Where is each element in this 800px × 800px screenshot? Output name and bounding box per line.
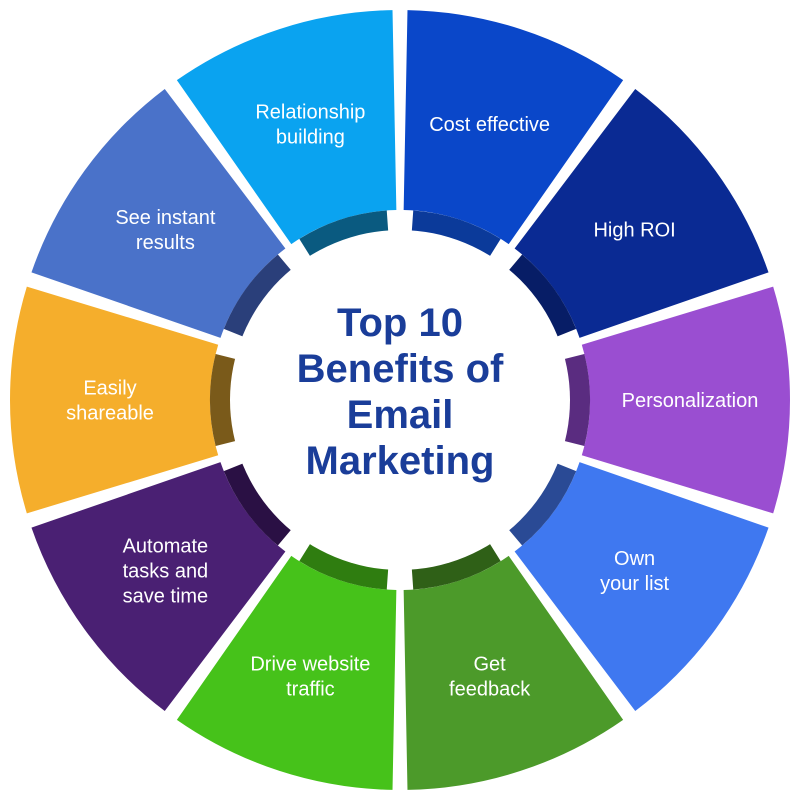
label-line: shareable: [66, 403, 154, 425]
title-line-2: Benefits of: [296, 347, 504, 391]
label-line: save time: [123, 585, 209, 607]
label-personalization: Personalization: [622, 390, 759, 412]
segment-cost-effective: [403, 10, 624, 245]
label-automate-tasks-and-save-time: Automate tasks and save time: [123, 535, 209, 607]
title-line-4: Marketing: [305, 439, 495, 483]
segment-easily-shareable: [9, 286, 219, 514]
label-see-instant-results: See instant results: [115, 207, 216, 254]
segment-high-roi: [514, 88, 769, 338]
label-line: traffic: [286, 678, 335, 700]
label-line: Own: [614, 548, 655, 570]
title-line-3: Email: [346, 393, 454, 437]
label-line: Drive website: [250, 653, 370, 675]
segment-automate-tasks-and-save-time: [31, 462, 286, 712]
label-line: results: [136, 232, 195, 254]
segment-see-instant-results: [31, 88, 286, 338]
label-line: tasks and: [123, 560, 209, 582]
segment-own-your-list: [514, 462, 769, 712]
label-easily-shareable: Easily shareable: [66, 378, 154, 425]
label-line: Personalization: [622, 390, 759, 412]
segment-get-feedback: [403, 555, 624, 790]
label-line: Automate: [123, 535, 209, 557]
label-line: Get: [473, 653, 506, 675]
label-line: Easily: [83, 378, 136, 400]
label-line: feedback: [449, 678, 531, 700]
label-line: building: [276, 127, 345, 149]
segment-personalization: [581, 286, 791, 514]
label-drive-website-traffic: Drive website traffic: [250, 653, 370, 700]
label-line: Cost effective: [429, 114, 550, 136]
segment-drive-website-traffic: [176, 555, 397, 790]
center-title: Top 10 Benefits of Email Marketing: [240, 300, 560, 484]
center-circle: [230, 230, 570, 570]
label-line: your list: [600, 573, 669, 595]
label-get-feedback: Get feedback: [449, 653, 531, 700]
label-relationship-building: Relationship building: [255, 102, 365, 149]
segment-relationship-building: [176, 10, 397, 245]
label-line: Relationship: [255, 102, 365, 124]
label-high-roi: High ROI: [593, 220, 675, 242]
label-line: See instant: [115, 207, 216, 229]
label-line: High ROI: [593, 220, 675, 242]
label-cost-effective: Cost effective: [429, 114, 550, 136]
label-own-your-list: Own your list: [600, 548, 669, 595]
title-line-1: Top 10: [337, 301, 463, 345]
